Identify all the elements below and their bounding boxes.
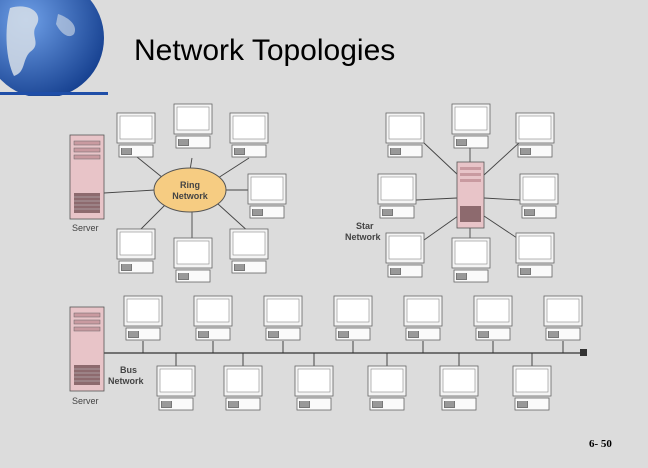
bus-computer (123, 295, 163, 341)
title-underline (0, 92, 108, 95)
ring-computer (116, 228, 156, 274)
star-computer (451, 103, 491, 149)
bus-computer (223, 365, 263, 411)
bus-computer (333, 295, 373, 341)
bus-drops (142, 341, 564, 366)
globe-logo (0, 0, 104, 96)
ring-computer (229, 112, 269, 158)
star-computer (385, 112, 425, 158)
bus-computers-top (123, 295, 583, 341)
ring-label-line2: Network (172, 191, 209, 201)
bus-computer (439, 365, 479, 411)
bus-computer (263, 295, 303, 341)
bus-computer (543, 295, 583, 341)
bus-server-label: Server (72, 396, 99, 406)
slide-title: Network Topologies (134, 34, 396, 67)
star-computer (377, 173, 417, 219)
bus-computers-bottom (156, 365, 552, 411)
bus-label-line1: Bus (120, 365, 137, 375)
star-label-line2: Network (345, 232, 382, 242)
ring-label-line1: Ring (180, 180, 200, 190)
star-hub-server (456, 161, 485, 229)
ring-computer (247, 173, 287, 219)
ring-computer (173, 103, 213, 149)
ring-server (69, 134, 105, 220)
bus-computer (367, 365, 407, 411)
ring-server-label: Server (72, 223, 99, 233)
bus-computer (294, 365, 334, 411)
bus-computer (156, 365, 196, 411)
bus-computer (193, 295, 233, 341)
bus-computer (512, 365, 552, 411)
bus-server (69, 306, 105, 392)
bus-terminator (580, 349, 587, 356)
star-computer (519, 173, 559, 219)
ring-computer (173, 237, 213, 283)
star-computer (515, 112, 555, 158)
star-computer (451, 237, 491, 283)
star-label-line1: Star (356, 221, 374, 231)
star-computer (385, 232, 425, 278)
page-number: 6- 50 (589, 438, 612, 450)
ring-computer (229, 228, 269, 274)
ring-hub (153, 167, 227, 213)
ring-links (103, 156, 251, 240)
star-computer (515, 232, 555, 278)
ring-computer (116, 112, 156, 158)
bus-label-line2: Network (108, 376, 145, 386)
bus-computer (403, 295, 443, 341)
bus-computer (473, 295, 513, 341)
